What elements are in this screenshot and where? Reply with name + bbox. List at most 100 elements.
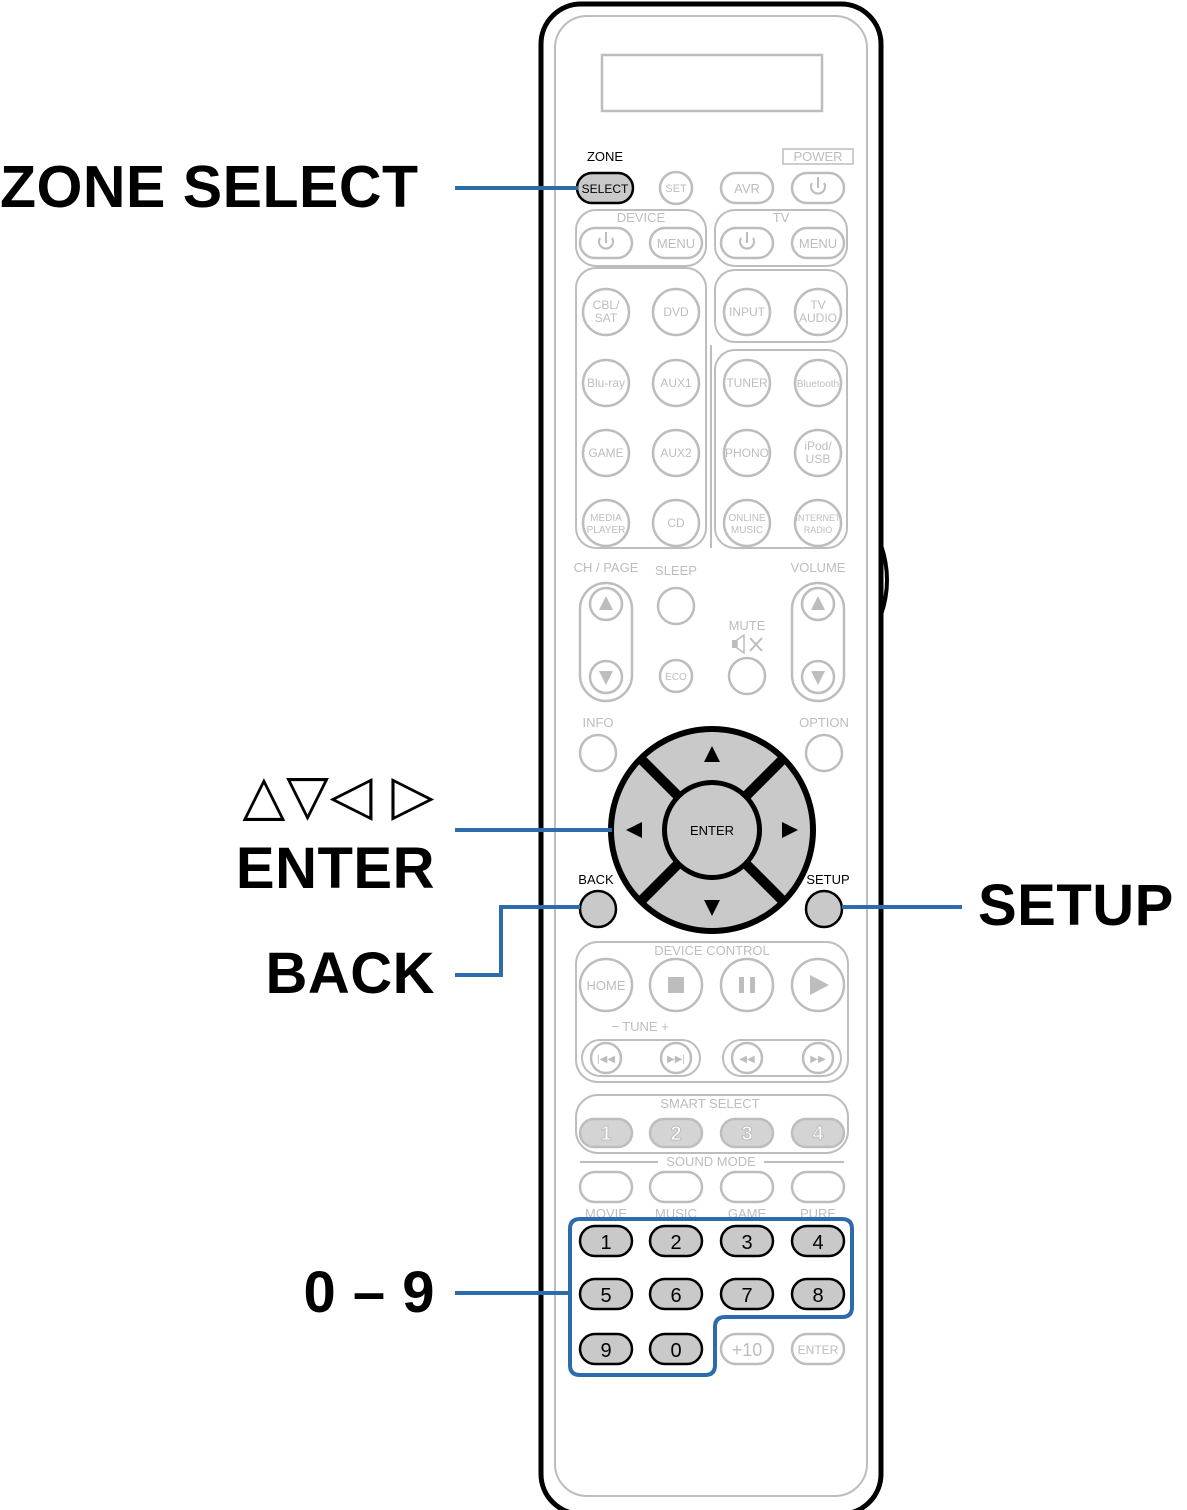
cursor-up-button[interactable] [704,746,720,762]
phono-button[interactable] [722,428,772,478]
svg-text:+10: +10 [732,1340,763,1360]
number-enter-button[interactable] [790,1332,846,1366]
power-label: POWER [793,149,842,164]
fast-forward-button[interactable] [801,1041,835,1075]
game-button[interactable] [581,428,631,478]
enter-callout: ENTER [235,836,435,901]
zone-label: ZONE [587,149,623,164]
pause-button[interactable] [719,957,775,1013]
numbers-highlight-box [568,1217,854,1377]
number-7-button[interactable] [719,1277,775,1311]
music-button[interactable] [648,1170,704,1204]
cbl-sat-button[interactable] [581,287,631,337]
svg-text:PHONO: PHONO [725,446,769,460]
number-8-button[interactable] [790,1277,846,1311]
svg-text:TV: TV [773,210,790,225]
svg-text:ENTER: ENTER [690,823,734,838]
number-9-button[interactable] [578,1332,634,1366]
stop-button[interactable] [648,957,704,1013]
svg-text:MEDIA: MEDIA [590,513,622,524]
avr-power-button[interactable] [790,171,846,205]
tv-power-button[interactable] [719,226,775,260]
volume-up-button[interactable] [800,586,836,622]
ch-up-button[interactable] [588,586,624,622]
ch-down-button[interactable] [588,659,624,695]
svg-text:SET: SET [665,183,687,195]
device-power-button[interactable] [578,226,634,260]
bluray-button[interactable] [581,358,631,408]
svg-text:RADIO: RADIO [804,525,833,535]
movie-button[interactable] [578,1170,634,1204]
number-3-button[interactable] [719,1224,775,1258]
svg-text:1: 1 [600,1232,611,1254]
display-window [600,53,824,113]
game-mode-button[interactable] [719,1170,775,1204]
option-button[interactable] [804,733,844,773]
pure-button[interactable] [790,1170,846,1204]
number-0-button[interactable] [648,1332,704,1366]
arrows-callout: △▽◁ ▷ [242,763,435,828]
back-button[interactable] [578,889,618,929]
online-music-button[interactable] [722,498,772,548]
cd-button[interactable] [651,498,701,548]
cursor-right-button[interactable] [782,822,798,838]
tv-audio-button[interactable] [793,287,843,337]
tune-plus-button[interactable] [659,1041,693,1075]
svg-text:SLEEP: SLEEP [655,563,697,578]
power-icon [739,232,755,250]
eco-button[interactable] [658,658,694,694]
aux2-button[interactable] [651,428,701,478]
volume-down-button[interactable] [800,659,836,695]
svg-text:AUDIO: AUDIO [799,311,837,325]
number-4-button[interactable] [790,1224,846,1258]
input-button[interactable] [722,287,772,337]
power-icon [810,177,826,195]
aux1-button[interactable] [651,358,701,408]
home-button[interactable] [578,957,634,1013]
svg-text:MUTE: MUTE [729,618,766,633]
mute-icon [732,633,763,655]
svg-text:2: 2 [670,1123,681,1145]
numbers-callout: 0 – 9 [303,1260,435,1325]
number-6-button[interactable] [648,1277,704,1311]
dvd-button[interactable] [651,287,701,337]
svg-text:2: 2 [670,1232,681,1254]
bluetooth-button[interactable] [793,358,843,408]
set-button[interactable] [658,170,694,206]
svg-text:AUX1: AUX1 [660,376,692,390]
internet-radio-button[interactable] [793,498,843,548]
top-controls: ZONE POWER SELECT SET AVR DEVICE TV MENU… [575,148,854,549]
sleep-button[interactable] [656,586,696,626]
smart-1-label: 1 [600,1123,611,1145]
mute-button[interactable] [727,656,767,696]
number-2-button[interactable] [648,1224,704,1258]
cursor-down-button[interactable] [704,900,720,916]
svg-text:CH / PAGE: CH / PAGE [574,560,639,575]
svg-text:BACK: BACK [578,872,614,887]
device-menu-button[interactable] [648,226,704,260]
svg-text:USB: USB [806,452,831,466]
ipod-usb-button[interactable] [793,428,843,478]
number-5-button[interactable] [578,1277,634,1311]
svg-text:CD: CD [667,516,685,530]
svg-text:5: 5 [600,1285,611,1307]
svg-text:6: 6 [670,1285,681,1307]
svg-text:TV: TV [810,298,825,312]
svg-text:MENU: MENU [799,236,837,251]
enter-button[interactable] [665,783,759,877]
svg-text:MENU: MENU [657,236,695,251]
tuner-button[interactable] [722,358,772,408]
play-button[interactable] [790,957,846,1013]
media-player-button[interactable] [581,498,631,548]
svg-text:0: 0 [670,1340,681,1362]
setup-button[interactable] [804,889,844,929]
rewind-icon: ◀◀ [739,1054,755,1065]
tune-minus-button[interactable] [589,1041,623,1075]
plus10-button[interactable] [719,1332,775,1366]
avr-button[interactable] [719,171,775,205]
number-1-button[interactable] [578,1224,634,1258]
rewind-button[interactable] [730,1041,764,1075]
info-button[interactable] [578,733,618,773]
tv-menu-button[interactable] [790,226,846,260]
cursor-left-button[interactable] [626,822,642,838]
